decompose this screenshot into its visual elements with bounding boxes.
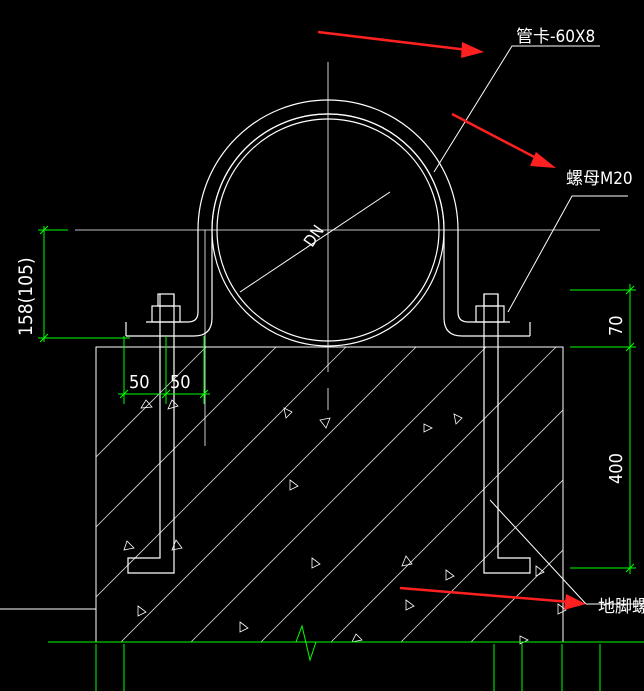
arrow-head-nut <box>530 152 556 168</box>
left-anchor-bolt <box>127 293 181 574</box>
dim-right-depth: 400 <box>606 453 627 484</box>
dim-spacing-b: 50 <box>170 372 191 393</box>
dimension-lines <box>38 225 644 691</box>
concrete-aggregate <box>123 399 567 645</box>
leader-lines <box>239 45 644 605</box>
dim-spacing-a: 50 <box>129 372 150 393</box>
nut-label: 螺母M20 <box>566 169 633 189</box>
arrow-head-clamp <box>461 42 484 58</box>
pipe-clamp-label: 管卡-60X8 <box>516 27 595 47</box>
right-anchor-bolt <box>475 293 531 574</box>
annotation-arrows <box>317 30 586 610</box>
diameter-label: DN <box>300 221 328 250</box>
arrow-head-bolt <box>564 594 586 610</box>
dim-left-height: 158(105) <box>15 257 37 336</box>
pipe-clamp <box>125 99 531 337</box>
break-line <box>286 624 330 662</box>
anchor-bolt-label: 地脚螺栓 <box>598 597 644 617</box>
dim-right-top: 70 <box>606 315 627 336</box>
